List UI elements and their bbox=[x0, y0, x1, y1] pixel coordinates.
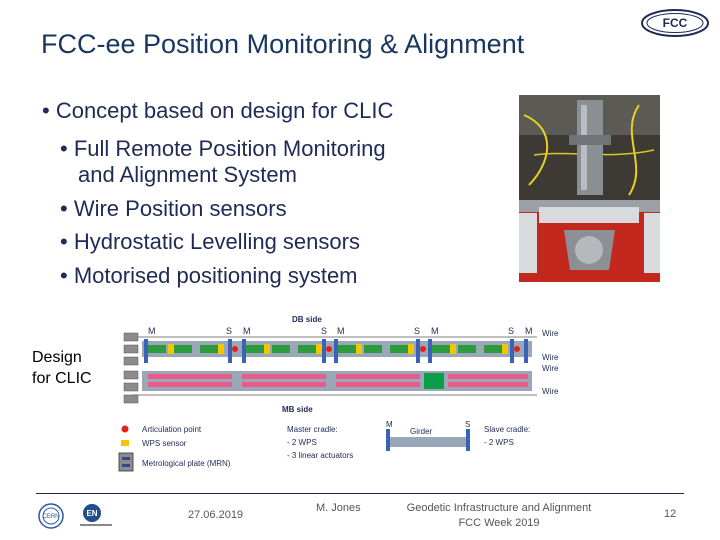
girder-label: Girder bbox=[410, 427, 433, 436]
bullet-text: Hydrostatic Levelling sensors bbox=[73, 229, 360, 254]
legend-articulation: Articulation point bbox=[142, 425, 202, 434]
footer-date: 27.06.2019 bbox=[188, 509, 244, 521]
bullet-text: Motorised positioning system bbox=[73, 263, 358, 288]
bullet-item: • Hydrostatic Levelling sensors bbox=[60, 229, 360, 254]
footer-event: Geodetic Infrastructure and Alignment FC… bbox=[397, 501, 601, 531]
cradle-letter-s: S bbox=[508, 326, 514, 336]
bullet-text: Full Remote Position Monitoring bbox=[73, 136, 386, 161]
articulation-point-icon bbox=[121, 425, 129, 433]
cradle-letter-m: M bbox=[525, 326, 533, 336]
slave-cradle-title: Slave cradle: bbox=[484, 425, 530, 434]
fcc-logo-text: FCC bbox=[663, 16, 688, 30]
design-label-line1: Design bbox=[32, 349, 82, 366]
wire-label: Wire bbox=[542, 329, 559, 338]
cradle-letter-s: S bbox=[414, 326, 420, 336]
clic-module-diagram: DB side M S M S M S M S M bbox=[118, 315, 559, 472]
bullet-item: • Wire Position sensors bbox=[60, 196, 287, 221]
cradle-letter-s: S bbox=[321, 326, 327, 336]
footer-author: M. Jones bbox=[316, 502, 361, 514]
master-cradle-item: - 3 linear actuators bbox=[287, 451, 353, 460]
cradle-letter-m: M bbox=[243, 326, 251, 336]
fcc-logo: FCC bbox=[641, 9, 709, 37]
bullet-text: Concept based on design for CLIC bbox=[55, 98, 394, 123]
legend-wps: WPS sensor bbox=[142, 439, 187, 448]
wps-sensor-icon bbox=[121, 440, 129, 446]
bullet-continuation: and Alignment System bbox=[78, 162, 297, 187]
cradle-letter-m: M bbox=[431, 326, 439, 336]
metrological-plate-icon bbox=[118, 452, 134, 472]
en-logo-text: EN bbox=[86, 509, 97, 518]
cern-logo-text: CERN bbox=[42, 514, 59, 520]
wire-label: Wire bbox=[542, 353, 559, 362]
legend-mrn: Metrological plate (MRN) bbox=[142, 459, 231, 468]
slave-cradle-item: - 2 WPS bbox=[484, 438, 514, 447]
bullet-item: • Concept based on design for CLIC bbox=[42, 98, 394, 123]
bullet-text: Wire Position sensors bbox=[73, 196, 287, 221]
mb-side-label: MB side bbox=[282, 405, 313, 414]
cradle-letter-m: M bbox=[148, 326, 156, 336]
wire-label: Wire bbox=[542, 387, 559, 396]
footer-divider bbox=[36, 493, 684, 494]
bullet-item: • Motorised positioning system bbox=[60, 263, 358, 288]
cradle-letter-m: M bbox=[337, 326, 345, 336]
wire-label: Wire bbox=[542, 364, 559, 373]
bullet-item: • Full Remote Position Monitoring bbox=[60, 136, 386, 161]
page-number: 12 bbox=[664, 508, 677, 520]
design-label-line2: for CLIC bbox=[32, 370, 92, 387]
cradle-letter-s: S bbox=[465, 420, 470, 429]
cern-logo: CERN bbox=[38, 503, 64, 529]
master-cradle-item: - 2 WPS bbox=[287, 438, 317, 447]
db-side-label: DB side bbox=[292, 315, 322, 324]
cradle-letter-s: S bbox=[226, 326, 232, 336]
footer-event-line1: Geodetic Infrastructure and Alignment bbox=[406, 502, 592, 514]
cradle-letter-m: M bbox=[386, 420, 393, 429]
slide-title: FCC-ee Position Monitoring & Alignment bbox=[41, 29, 525, 59]
equipment-photo bbox=[519, 95, 660, 282]
footer-event-line2: FCC Week 2019 bbox=[458, 517, 540, 529]
master-cradle-title: Master cradle: bbox=[287, 425, 338, 434]
en-logo: EN bbox=[80, 504, 112, 526]
design-label: Design for CLIC bbox=[32, 347, 92, 389]
